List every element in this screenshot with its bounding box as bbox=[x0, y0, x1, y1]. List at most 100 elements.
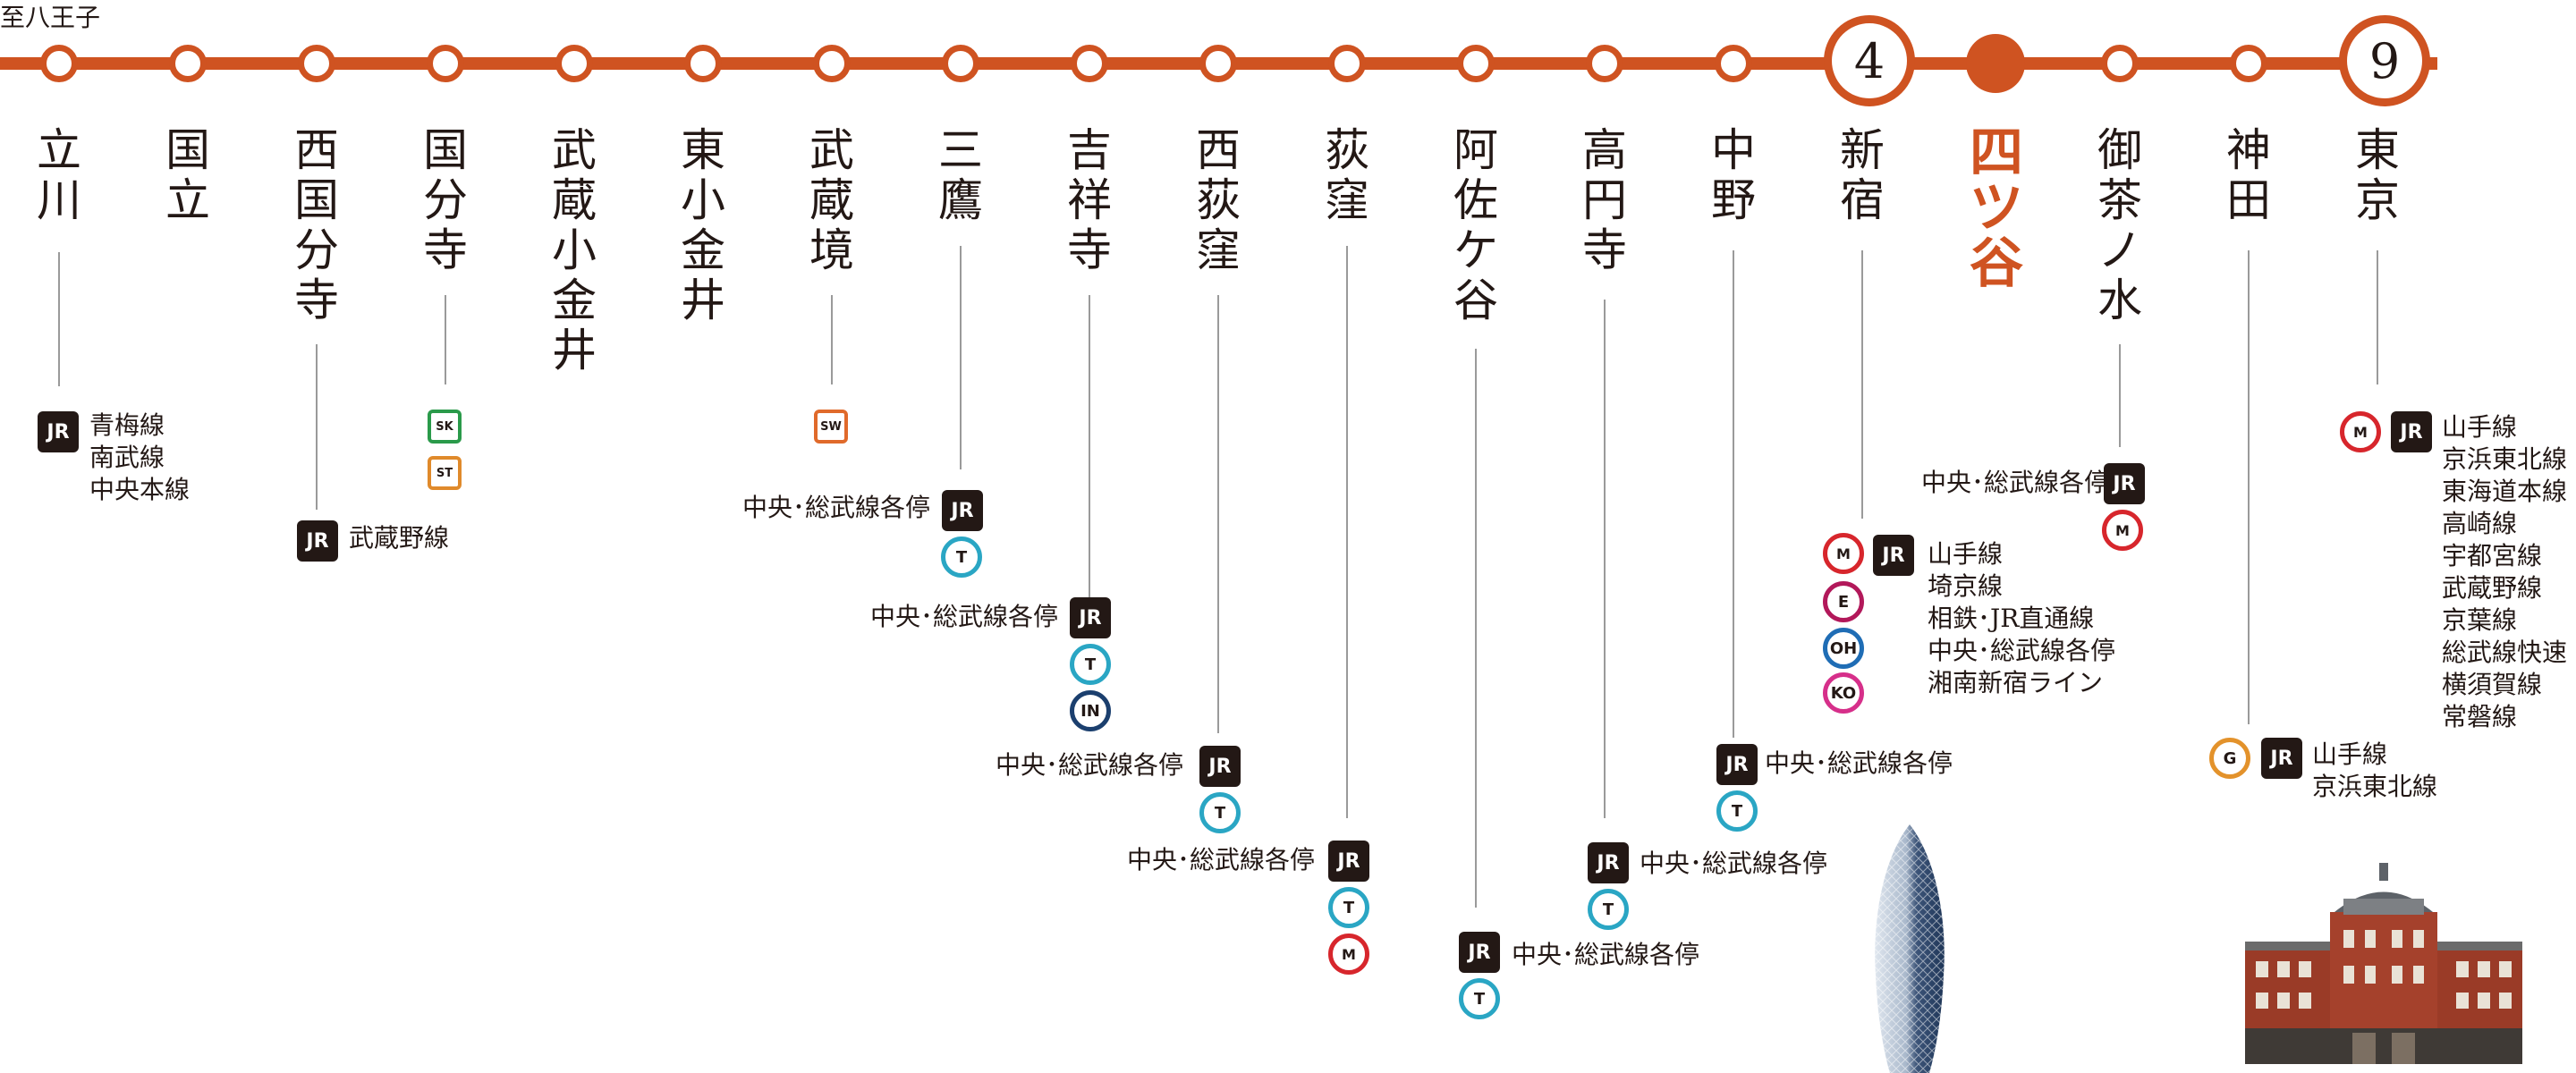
tozai-line-logo: T bbox=[941, 536, 982, 578]
station-name-kanda: 神田 bbox=[2222, 125, 2275, 225]
transfer-list-tokyo: 山手線京浜東北線東海道本線高崎線宇都宮線武蔵野線京葉線総武線快速横須賀線常磐線 bbox=[2442, 411, 2567, 733]
station-name-char: 境 bbox=[809, 224, 854, 276]
transfer-line-name: 京浜東北線 bbox=[2442, 444, 2568, 474]
transfer-line-name: 青梅線 bbox=[89, 410, 165, 440]
transfer-line-name: 相鉄･JR直通線 bbox=[1928, 604, 2095, 633]
station-name-char: 井 bbox=[552, 325, 597, 376]
station-dot-mitaka bbox=[942, 45, 979, 82]
station-name-char: 谷 bbox=[1453, 275, 1498, 326]
station-dot-ochanomizu bbox=[2101, 45, 2139, 82]
station-dot-kunitachi bbox=[169, 45, 207, 82]
tozai-line-logo: T bbox=[1588, 889, 1629, 930]
leader-line-ochanomizu bbox=[2119, 344, 2121, 447]
jr-logo: JR bbox=[1070, 597, 1111, 638]
station-name-char: 国 bbox=[165, 124, 210, 176]
station-name-char: 四 bbox=[1970, 122, 2023, 184]
station-name-shinjuku: 新宿 bbox=[1835, 125, 1889, 225]
leader-line-musashisakai bbox=[831, 295, 833, 384]
station-name-char: 阿 bbox=[1453, 124, 1498, 176]
seibu-kokubunji-logo: SK bbox=[428, 410, 462, 444]
keio-line-logo: KO bbox=[1823, 672, 1864, 714]
transfer-line-name: 中央本線 bbox=[89, 475, 191, 504]
station-name-char: 窪 bbox=[1325, 174, 1369, 226]
station-name-char: 小 bbox=[552, 224, 597, 276]
station-name-char: 金 bbox=[681, 224, 725, 276]
station-dot-musashikoganei bbox=[555, 45, 593, 82]
station-dot-musashisakai bbox=[813, 45, 851, 82]
transfer-line-name: 南武線 bbox=[89, 443, 165, 472]
leader-line-kanda bbox=[2248, 250, 2250, 724]
station-name-char: 田 bbox=[2226, 174, 2271, 226]
station-name-char: 野 bbox=[1711, 174, 1756, 226]
station-name-char: 寺 bbox=[1582, 224, 1627, 276]
station-dot-nishikokubunji bbox=[298, 45, 335, 82]
jr-logo: JR bbox=[942, 490, 983, 531]
station-dot-ogikubo bbox=[1328, 45, 1366, 82]
transfer-line-name: 山手線 bbox=[1928, 539, 2004, 569]
station-name-char: 三 bbox=[938, 124, 983, 176]
leader-line-ogikubo bbox=[1346, 246, 1348, 818]
station-name-char: 鷹 bbox=[938, 174, 983, 226]
station-name-char: 窪 bbox=[1196, 224, 1241, 276]
transfer-line-name: 宇都宮線 bbox=[2442, 541, 2543, 570]
station-name-nishiogikubo: 西荻窪 bbox=[1191, 125, 1245, 275]
station-dot-nakano bbox=[1715, 45, 1752, 82]
station-name-char: 荻 bbox=[1196, 174, 1241, 226]
transfer-list-tachikawa: 青梅線南武線中央本線 bbox=[89, 410, 190, 506]
leader-line-koenji bbox=[1604, 300, 1606, 818]
odakyu-line-logo: OH bbox=[1823, 628, 1864, 669]
station-name-char: 西 bbox=[1196, 124, 1241, 176]
seibu-tamako-logo: ST bbox=[428, 456, 462, 490]
metro-m-mark: M bbox=[1338, 943, 1360, 965]
station-name-char: ノ bbox=[2097, 224, 2142, 276]
station-name-char: 吉 bbox=[1067, 124, 1112, 176]
station-dot-tachikawa bbox=[40, 45, 78, 82]
station-badge-shinjuku: 4 bbox=[1824, 15, 1915, 106]
ginza-line-logo: G bbox=[2209, 738, 2250, 779]
station-name-char: 分 bbox=[423, 174, 468, 226]
station-name-char: 中 bbox=[1711, 124, 1756, 176]
station-name-char: 佐 bbox=[1453, 174, 1498, 226]
marunouchi-line-logo: M bbox=[2340, 411, 2381, 452]
jr-logo: JR bbox=[2104, 463, 2145, 504]
station-name-char: 立 bbox=[37, 124, 81, 176]
transfer-list-kanda: 山手線京浜東北線 bbox=[2312, 739, 2437, 803]
station-dot-koenji bbox=[1586, 45, 1623, 82]
station-dot-yotsuya bbox=[1966, 34, 2025, 93]
station-name-char: 茶 bbox=[2097, 174, 2142, 226]
marunouchi-line-logo: M bbox=[1328, 934, 1369, 975]
transfer-nishiogikubo: 中央･総武線各停 bbox=[996, 750, 1184, 780]
station-dot-higashikoganei bbox=[684, 45, 722, 82]
station-dot-asagaya bbox=[1457, 45, 1495, 82]
tozai-line-logo: T bbox=[1459, 978, 1500, 1019]
transfer-line-name: 横須賀線 bbox=[2442, 670, 2543, 699]
station-name-char: 川 bbox=[37, 174, 81, 226]
transfer-line-name: 埼京線 bbox=[1928, 571, 2004, 601]
station-name-char: 宿 bbox=[1840, 174, 1885, 226]
leader-line-kichijoji bbox=[1089, 295, 1090, 604]
transfer-nishikokubunji: 武蔵野線 bbox=[349, 523, 450, 553]
tozai-line-logo: T bbox=[1199, 792, 1241, 833]
station-name-kichijoji: 吉祥寺 bbox=[1063, 125, 1116, 275]
jr-logo: JR bbox=[1873, 535, 1914, 576]
station-name-kokubunji: 国分寺 bbox=[419, 125, 472, 275]
transfer-line-name: 武蔵野線 bbox=[2442, 573, 2543, 603]
station-name-tachikawa: 立川 bbox=[32, 125, 86, 225]
station-name-char: 谷 bbox=[1970, 232, 2023, 295]
jr-logo: JR bbox=[1716, 744, 1758, 785]
station-name-char: 金 bbox=[552, 275, 597, 326]
metro-m-mark: M bbox=[2350, 421, 2371, 443]
tozai-line-logo: T bbox=[1716, 790, 1758, 832]
station-name-char: 武 bbox=[552, 124, 597, 176]
jr-logo: JR bbox=[38, 411, 79, 452]
station-name-char: 蔵 bbox=[809, 174, 854, 226]
tozai-line-logo: T bbox=[1070, 644, 1111, 685]
station-name-musashisakai: 武蔵境 bbox=[805, 125, 859, 275]
station-dot-nishiogikubo bbox=[1199, 45, 1237, 82]
station-name-char: 西 bbox=[294, 124, 339, 176]
leader-line-nishikokubunji bbox=[316, 344, 318, 510]
transfer-line-name: 高崎線 bbox=[2442, 509, 2518, 538]
jr-logo: JR bbox=[1199, 746, 1241, 787]
leader-line-mitaka bbox=[960, 246, 962, 469]
jr-logo: JR bbox=[2261, 738, 2302, 779]
